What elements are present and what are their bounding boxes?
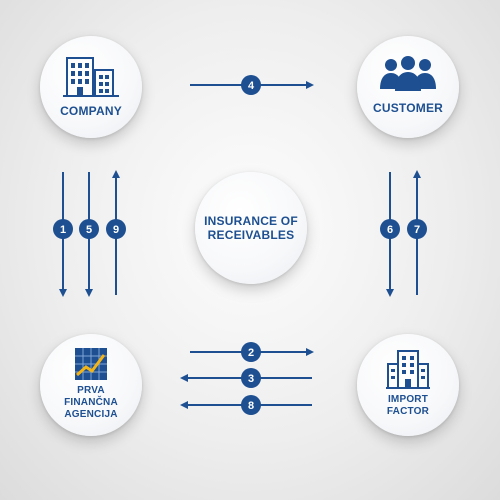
step-number: 2 xyxy=(248,347,254,359)
step-number: 1 xyxy=(60,224,66,236)
import-factor-node: IMPORT FACTOR xyxy=(357,334,459,436)
prva-node: PRVA FINANČNA AGENCIJA xyxy=(40,334,142,436)
step-number: 4 xyxy=(248,80,255,92)
flow-step-5: 5 xyxy=(79,172,99,297)
flow-step-9: 9 xyxy=(106,170,126,295)
company-label: COMPANY xyxy=(60,104,122,118)
step-badge xyxy=(79,219,99,239)
flow-step-2: 2 xyxy=(190,342,314,362)
prva-label-line1: PRVA xyxy=(77,385,105,396)
flow-step-6: 6 xyxy=(380,172,400,297)
insurance-node: INSURANCE OF RECEIVABLES xyxy=(195,172,307,284)
insurance-label-line2: RECEIVABLES xyxy=(207,228,295,242)
prva-label-line2: FINANČNA xyxy=(64,397,118,408)
customer-label: CUSTOMER xyxy=(372,101,444,115)
office-tower-icon xyxy=(386,350,430,389)
people-group-icon xyxy=(380,56,436,91)
step-badge xyxy=(106,219,126,239)
step-badge xyxy=(241,75,261,95)
flow-step-3: 3 xyxy=(180,368,312,388)
step-number: 3 xyxy=(248,373,254,385)
growth-chart-icon xyxy=(75,348,107,380)
step-number: 8 xyxy=(248,400,254,412)
step-badge xyxy=(241,342,261,362)
insurance-label-line1: INSURANCE OF xyxy=(204,214,298,228)
office-buildings-icon xyxy=(63,57,119,97)
customer-node: CUSTOMER xyxy=(357,36,459,138)
step-badge xyxy=(380,219,400,239)
step-badge xyxy=(241,368,261,388)
flow-step-8: 8 xyxy=(180,395,312,415)
step-badge xyxy=(407,219,427,239)
import-factor-label-line2: FACTOR xyxy=(386,406,430,417)
prva-label-line3: AGENCIJA xyxy=(64,409,118,420)
step-badge xyxy=(53,219,73,239)
flow-step-4: 4 xyxy=(190,75,314,95)
flow-step-1: 1 xyxy=(53,172,73,297)
step-number: 9 xyxy=(113,224,119,236)
step-badge xyxy=(241,395,261,415)
flow-step-7: 7 xyxy=(407,170,427,295)
import-factor-label-line1: IMPORT xyxy=(387,394,429,405)
step-number: 7 xyxy=(414,224,420,236)
step-number: 5 xyxy=(86,224,92,236)
company-node: COMPANY xyxy=(40,36,142,138)
step-number: 6 xyxy=(387,224,393,236)
